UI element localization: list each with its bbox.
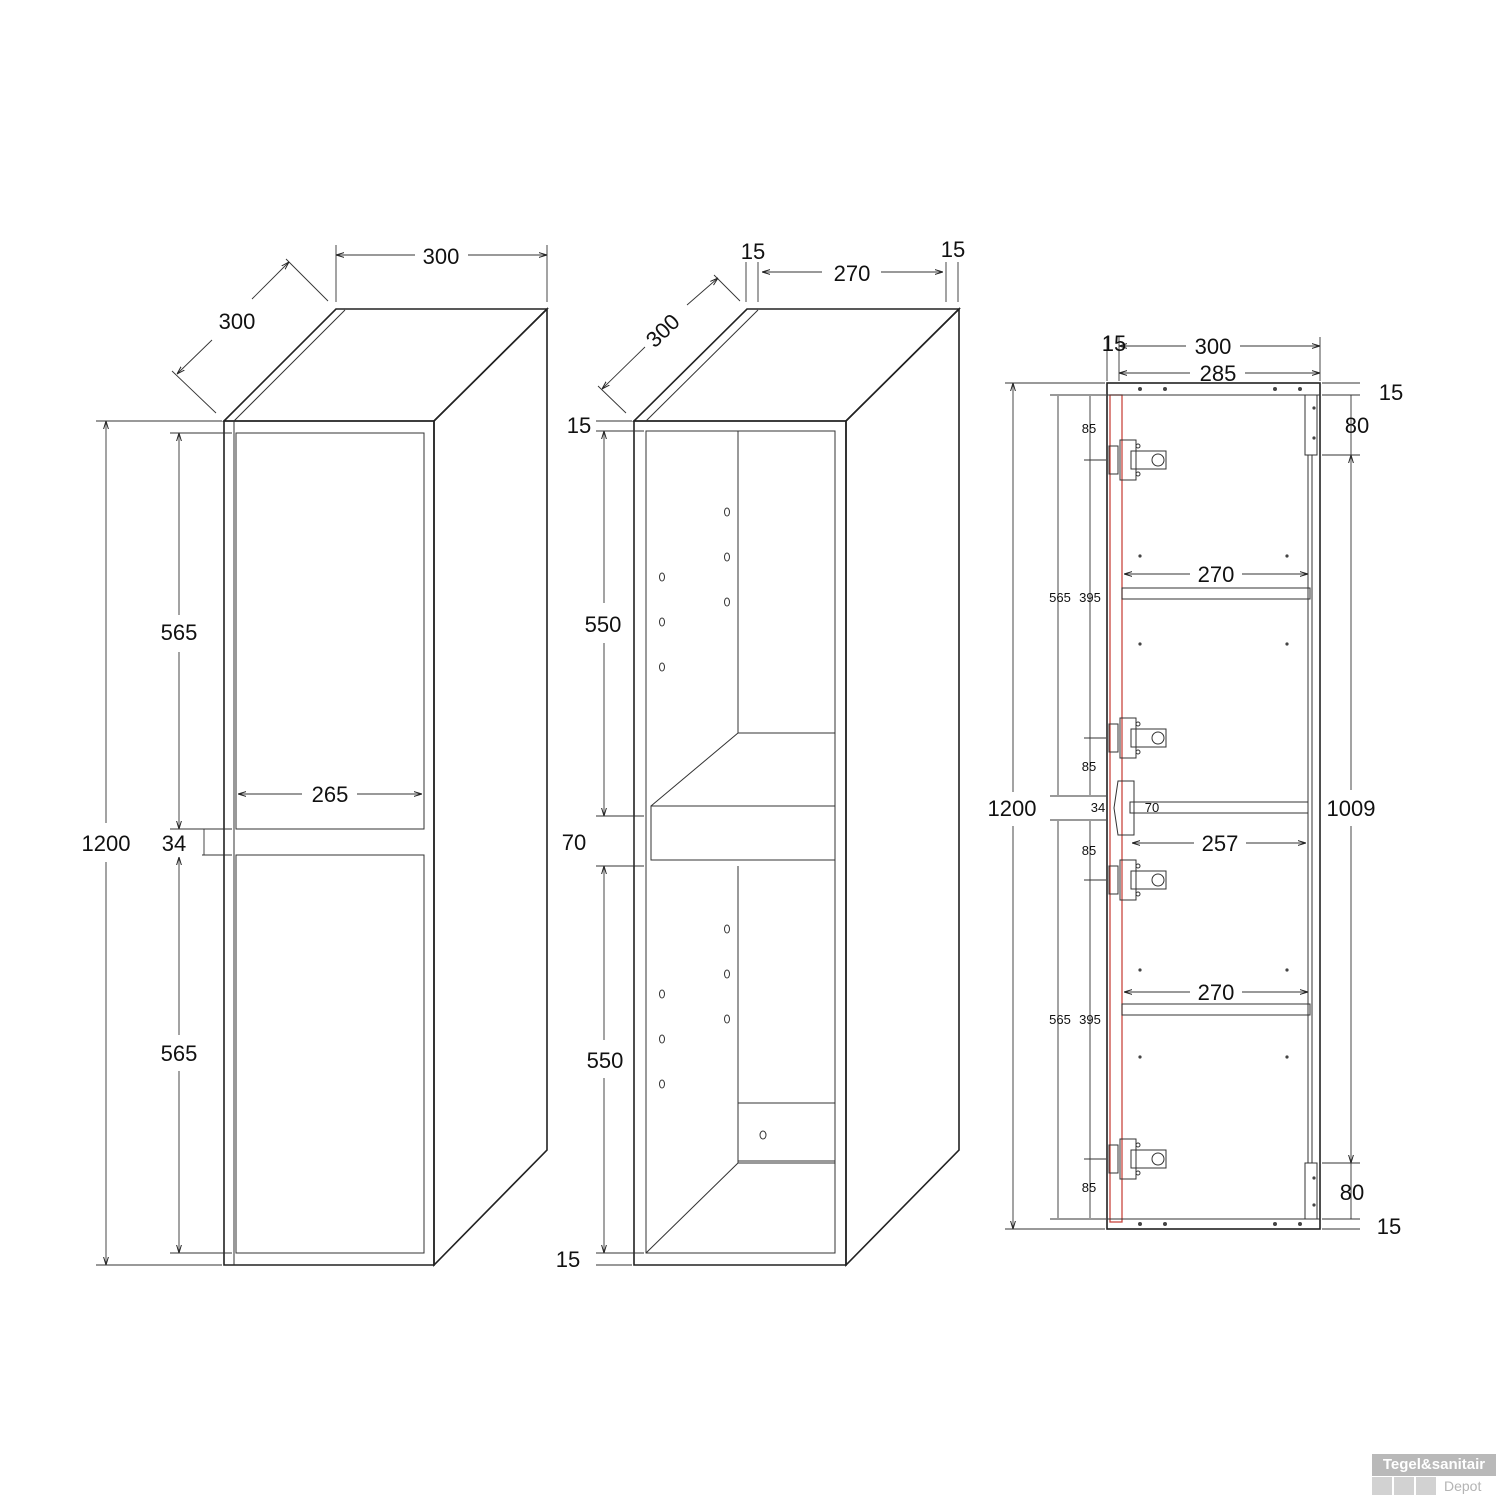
section-back-height-label: 1009 (1327, 796, 1376, 821)
open-inner-width-label: 270 (834, 261, 871, 286)
top-rail (1304, 394, 1318, 456)
hinge-offset-label: 85 (1082, 759, 1096, 774)
door-edge-highlight (1109, 394, 1123, 1223)
section-upper-hinge-spacing-label: 395 (1079, 590, 1101, 605)
open-side-left-label: 15 (741, 239, 765, 264)
section-mid-gap-label: 34 (1091, 800, 1105, 815)
open-top-panel-label: 15 (567, 413, 591, 438)
bottom-rail (1304, 1162, 1318, 1220)
section-shelf-lower (1121, 1003, 1311, 1016)
section-view: 15 300 285 1200 565 395 565 395 85 85 85… (988, 331, 1404, 1239)
section-mid-depth-label: 70 (1145, 800, 1159, 815)
open-upper-section-label: 550 (585, 612, 622, 637)
hinge-offset-label: 85 (1082, 1180, 1096, 1195)
brand-watermark: Tegel&sanitair Depot (1372, 1454, 1496, 1496)
screw-holes (1138, 387, 1316, 1226)
open-side-right-label: 15 (941, 237, 965, 262)
section-outline (1106, 382, 1321, 1230)
tile-icon (1416, 1477, 1436, 1495)
hinge-1 (1108, 439, 1167, 481)
section-top-rail-label: 80 (1345, 413, 1369, 438)
bottom-back-rail (737, 1102, 836, 1162)
lower-door (235, 854, 425, 1254)
front-height-label: 1200 (82, 831, 131, 856)
front-upper-door-label: 565 (161, 620, 198, 645)
section-top-right-label: 15 (1379, 380, 1403, 405)
section-bottom-rail-label: 80 (1340, 1180, 1364, 1205)
section-shelf-upper-label: 270 (1198, 562, 1235, 587)
cabinet-side-face (433, 307, 548, 1267)
open-cabinet-interior (645, 430, 836, 1254)
section-shelf-middle (1129, 801, 1309, 814)
section-inner-label: 285 (1200, 361, 1237, 386)
open-lower-section-label: 550 (587, 1048, 624, 1073)
middle-shelf (650, 805, 836, 861)
open-cabinet-front-outline (633, 420, 847, 1266)
open-shelf-label: 70 (562, 830, 586, 855)
watermark-brand: Tegel&sanitair (1372, 1454, 1496, 1476)
section-bottom-right-label: 15 (1377, 1214, 1401, 1239)
cabinet-top-face (222, 308, 549, 422)
watermark-sub: Depot (1444, 1478, 1482, 1494)
section-shelf-mid-label: 257 (1202, 831, 1239, 856)
open-view: 15 270 15 300 15 550 70 550 15 (556, 237, 965, 1272)
front-depth-label: 300 (219, 309, 256, 334)
hinge-3 (1108, 859, 1167, 901)
upper-door (235, 432, 425, 830)
hinge-2 (1108, 717, 1167, 759)
tile-icon (1394, 1477, 1414, 1495)
front-width-label: 300 (423, 244, 460, 269)
front-inner-width-label: 265 (312, 782, 349, 807)
front-lower-door-label: 565 (161, 1041, 198, 1066)
drop-icon (1372, 1477, 1392, 1495)
cabinet-front-face (223, 420, 435, 1266)
section-lower-hinge-spacing-label: 395 (1079, 1012, 1101, 1027)
front-view: 300 300 1200 565 34 565 265 (82, 244, 549, 1267)
hinge-offset-label: 85 (1082, 843, 1096, 858)
section-width-label: 300 (1195, 334, 1232, 359)
front-gap-label: 34 (162, 831, 186, 856)
section-shelf-upper (1121, 587, 1311, 600)
open-cabinet-side-face (845, 307, 960, 1267)
section-shelf-lower-label: 270 (1198, 980, 1235, 1005)
section-side-label: 15 (1102, 331, 1126, 356)
hinge-offset-label: 85 (1082, 421, 1096, 436)
shelf-pin-holes (659, 507, 767, 1140)
open-depth-label: 300 (641, 309, 685, 352)
hinge-4 (1108, 1138, 1167, 1180)
middle-bracket (1113, 780, 1135, 836)
section-upper-door-label: 565 (1049, 590, 1071, 605)
section-lower-door-label: 565 (1049, 1012, 1071, 1027)
section-height-label: 1200 (988, 796, 1037, 821)
open-bottom-panel-label: 15 (556, 1247, 580, 1272)
